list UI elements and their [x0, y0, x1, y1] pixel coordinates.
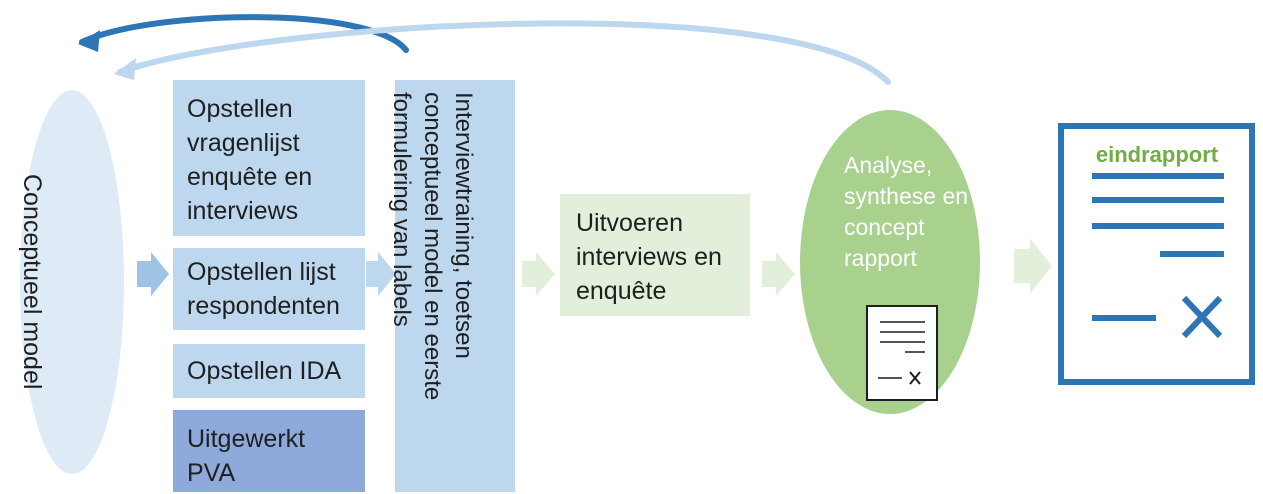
box-vragenlijst — [173, 80, 365, 236]
eindrapport-document — [1058, 123, 1255, 385]
eindrapport-title: eindrapport — [1095, 142, 1219, 167]
respondenten-label: Opstellen lijst respondenten — [187, 258, 340, 320]
box-respondenten — [173, 248, 365, 330]
flow-arrow-3 — [522, 252, 555, 296]
feedback-arrow-analyse-head — [114, 58, 136, 80]
box-training — [395, 80, 515, 492]
flow-arrow-4 — [762, 252, 795, 296]
ida-label: Opstellen IDA — [187, 357, 342, 385]
box-pva — [173, 410, 365, 492]
flow-arrow-2 — [366, 252, 396, 296]
uitvoeren-label: Uitvoeren interviews en enquête — [576, 209, 722, 305]
feedback-arrow-training — [79, 14, 409, 53]
vragenlijst-label: Opstellen vragenlijst enquête en intervi… — [187, 95, 313, 225]
box-uitvoeren — [560, 194, 750, 316]
analyse-label: Analyse, synthese en concept rapport — [844, 152, 969, 271]
training-label: Interviewtraining, toetsen conceptueel m… — [388, 92, 477, 401]
feedback-arrow-training-head — [78, 30, 100, 52]
conceptueel-model-label: Conceptueel model — [18, 174, 46, 390]
document-icon — [866, 305, 938, 401]
flow-arrow-1 — [137, 252, 169, 296]
box-ida — [173, 344, 365, 398]
pva-label: Uitgewerkt PVA — [187, 425, 306, 487]
flow-arrow-5 — [1014, 238, 1052, 294]
conceptueel-model-ellipse — [20, 90, 124, 474]
feedback-arrow-analyse — [117, 20, 891, 85]
